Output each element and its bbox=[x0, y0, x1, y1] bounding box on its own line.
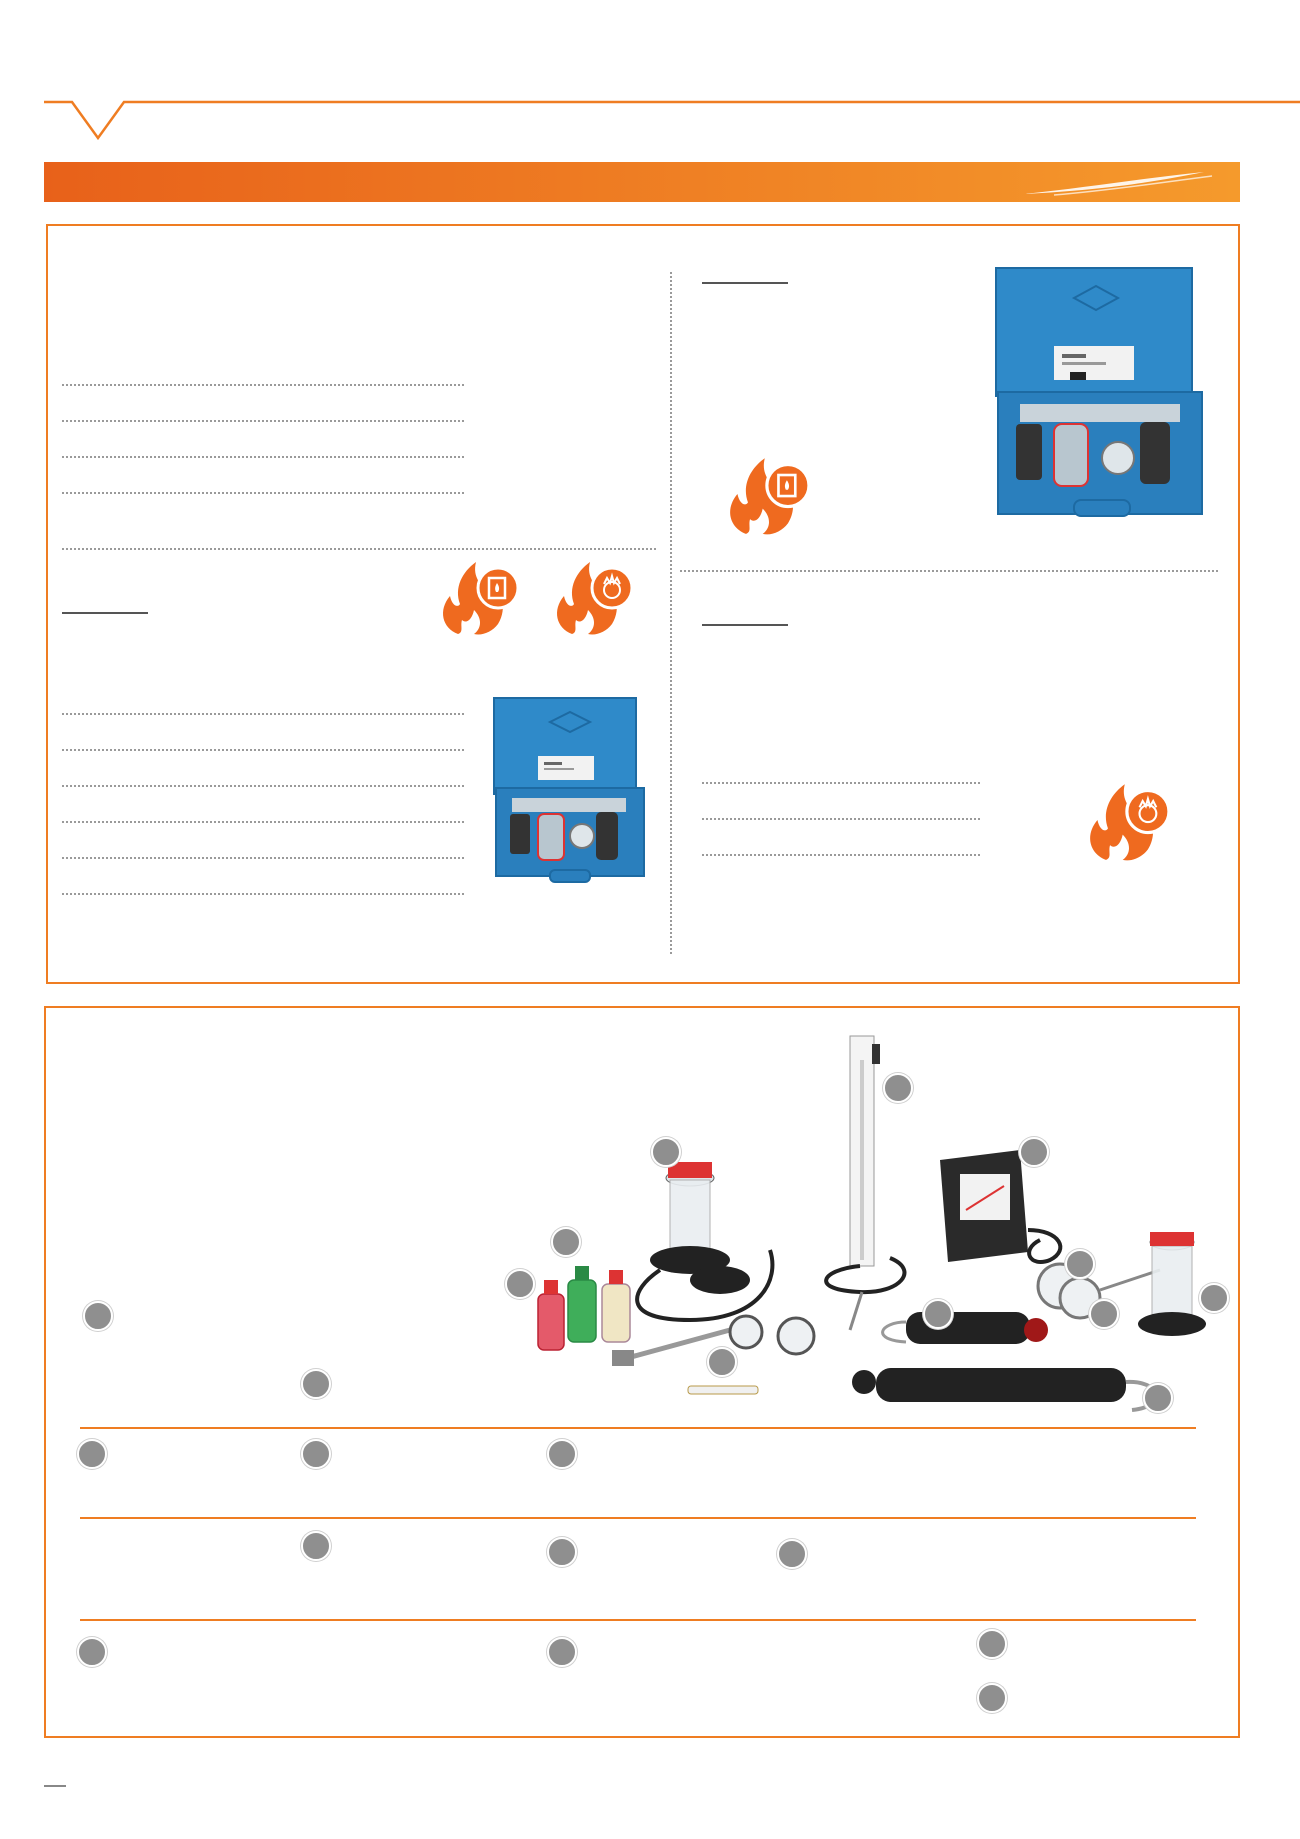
oil-burner-flame-icon bbox=[730, 458, 811, 535]
legend-marker bbox=[547, 1637, 577, 1667]
footer-rule bbox=[44, 1785, 66, 1787]
legend-marker bbox=[777, 1539, 807, 1569]
legend-marker bbox=[77, 1637, 107, 1667]
callout-marker bbox=[651, 1137, 681, 1167]
callout-marker bbox=[1089, 1299, 1119, 1329]
kit-heading-underline bbox=[62, 612, 148, 614]
banner-swoosh-icon bbox=[1024, 172, 1213, 196]
spec-line bbox=[62, 713, 464, 715]
legend-marker bbox=[301, 1439, 331, 1469]
kit-separator bbox=[62, 548, 656, 550]
title-banner bbox=[44, 162, 1240, 202]
spec-line bbox=[702, 854, 980, 856]
kit-panel-divider bbox=[670, 272, 672, 954]
callout-marker bbox=[1019, 1137, 1049, 1167]
legend-marker bbox=[301, 1531, 331, 1561]
legend-row-separator bbox=[80, 1619, 1196, 1621]
spec-line bbox=[62, 893, 464, 895]
callout-marker bbox=[923, 1299, 953, 1329]
accessories-panel bbox=[44, 1006, 1240, 1738]
oil-burner-flame-icon bbox=[443, 562, 520, 635]
spec-line bbox=[62, 384, 464, 386]
kit-heading-underline bbox=[702, 624, 788, 626]
accessories-image bbox=[537, 1035, 1206, 1412]
legend-marker bbox=[77, 1439, 107, 1469]
header-chevron-rule bbox=[44, 100, 1300, 141]
spec-line bbox=[62, 456, 464, 458]
callout-marker bbox=[1065, 1249, 1095, 1279]
callout-marker bbox=[83, 1301, 113, 1331]
gas-burner-flame-icon bbox=[557, 562, 634, 635]
legend-row-separator bbox=[80, 1517, 1196, 1519]
spec-line bbox=[702, 782, 980, 784]
kit-heading-underline bbox=[702, 282, 788, 284]
legend-marker bbox=[977, 1683, 1007, 1713]
callout-marker bbox=[883, 1073, 913, 1103]
spec-line bbox=[62, 857, 464, 859]
callout-marker bbox=[707, 1347, 737, 1377]
spec-line bbox=[62, 420, 464, 422]
legend-marker bbox=[547, 1537, 577, 1567]
callout-marker bbox=[551, 1227, 581, 1257]
callout-marker bbox=[505, 1269, 535, 1299]
spec-line bbox=[62, 749, 464, 751]
legend-row-separator bbox=[80, 1427, 1196, 1429]
gas-burner-flame-icon bbox=[1090, 784, 1171, 861]
legend-marker bbox=[977, 1629, 1007, 1659]
kit-separator bbox=[680, 570, 1218, 572]
callout-marker bbox=[301, 1369, 331, 1399]
spec-line bbox=[62, 821, 464, 823]
kit-case-image bbox=[995, 267, 1203, 517]
kit-case-image bbox=[493, 697, 645, 883]
legend-marker bbox=[547, 1439, 577, 1469]
callout-marker bbox=[1143, 1383, 1173, 1413]
kit-panel bbox=[46, 224, 1240, 984]
spec-line bbox=[62, 492, 464, 494]
spec-line bbox=[702, 818, 980, 820]
callout-marker bbox=[1199, 1283, 1229, 1313]
spec-line bbox=[62, 785, 464, 787]
